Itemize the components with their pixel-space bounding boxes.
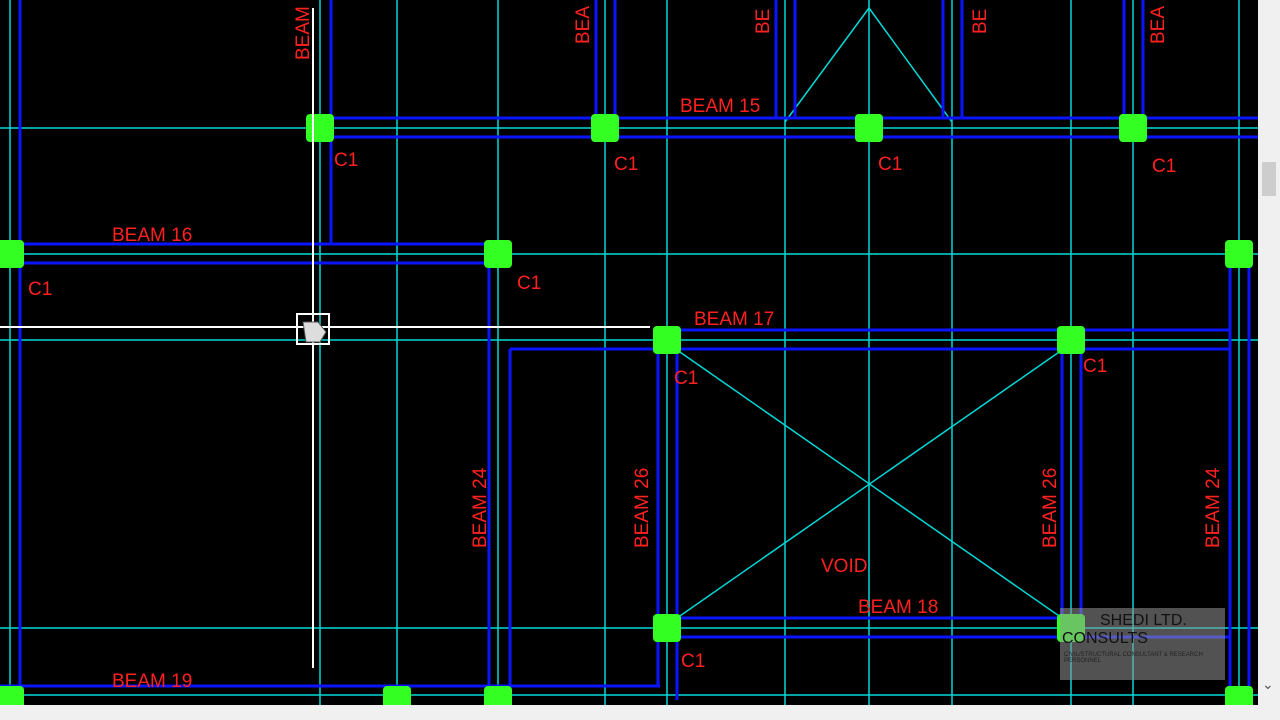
column-c1 xyxy=(653,326,681,354)
svg-text:C1: C1 xyxy=(681,651,705,672)
beam-label: BE xyxy=(753,9,774,34)
beam-label: BEAM 24 xyxy=(470,467,491,548)
chevron-down-icon[interactable]: ⌄ xyxy=(1262,676,1274,692)
svg-text:C1: C1 xyxy=(878,154,902,175)
svg-text:C1: C1 xyxy=(674,368,698,389)
beam-label: BEA xyxy=(1148,6,1169,44)
column-c1 xyxy=(306,114,334,142)
beam-label: BEAM 19 xyxy=(112,671,192,692)
horizontal-scrollbar[interactable] xyxy=(0,705,1280,720)
beam-label: BEAM 26 xyxy=(632,468,653,548)
beam-label: BEAM 18 xyxy=(858,597,938,618)
column-c1 xyxy=(653,614,681,642)
pan-hand-icon xyxy=(302,321,327,343)
svg-text:C1: C1 xyxy=(1083,356,1107,377)
beam-label: BE xyxy=(970,9,991,34)
svg-text:C1: C1 xyxy=(28,279,52,300)
beam-label: BEAM 16 xyxy=(112,225,192,246)
beam-label: BEA xyxy=(573,6,594,44)
beam-label: BEAM 15 xyxy=(680,96,760,117)
beam-label: BEAM 26 xyxy=(1040,468,1061,548)
crosshair-cursor xyxy=(0,8,650,668)
column-c1 xyxy=(484,240,512,268)
column-c1 xyxy=(1225,240,1253,268)
column-c1 xyxy=(591,114,619,142)
column-c1 xyxy=(0,240,24,268)
beam-label: BEAM xyxy=(293,6,314,60)
void-label: VOID xyxy=(821,556,867,577)
svg-text:C1: C1 xyxy=(334,150,358,171)
svg-text:C1: C1 xyxy=(1152,156,1176,177)
beam-labels: BEAM 15 BEAM 16 BEAM 17 BEAM 18 BEAM 19 … xyxy=(112,6,1224,692)
column-c1 xyxy=(855,114,883,142)
column-c1 xyxy=(1119,114,1147,142)
beam-label: BEAM 17 xyxy=(694,309,774,330)
watermark-logo: SHEDI LTD. CONSULTS CIVIL/STRUCTURAL CON… xyxy=(1060,608,1225,680)
scrollbar-thumb[interactable] xyxy=(1262,162,1276,196)
beam-label: BEAM 24 xyxy=(1203,467,1224,548)
svg-text:C1: C1 xyxy=(614,154,638,175)
svg-text:C1: C1 xyxy=(517,273,541,294)
column-labels: C1 C1 C1 C1 C1 C1 C1 C1 C1 xyxy=(28,150,1176,672)
column-c1 xyxy=(1057,326,1085,354)
vertical-scrollbar[interactable]: ⌄ xyxy=(1258,0,1280,705)
